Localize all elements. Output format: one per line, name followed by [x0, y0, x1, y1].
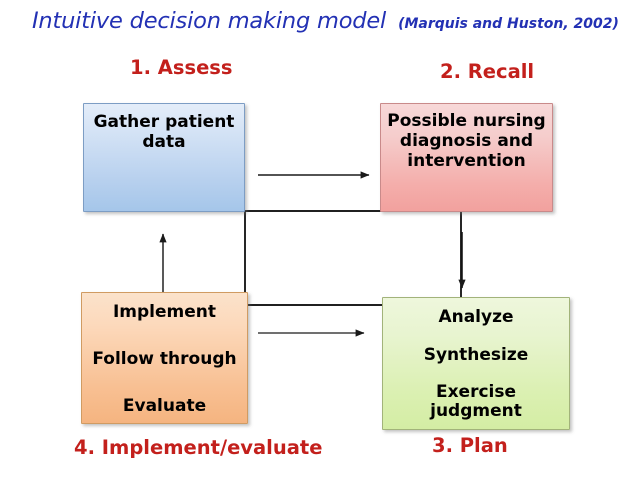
routing-loop: [244, 210, 462, 306]
node-analyze-synthesize-judgment[interactable]: Analyze Synthesize Exercise judgment: [382, 297, 570, 430]
node-possible-nursing-diagnosis[interactable]: Possible nursing diagnosis and intervent…: [380, 103, 553, 212]
node-line: data: [142, 132, 186, 153]
title-main-text: Intuitive decision making model: [32, 8, 387, 34]
node-line: Follow through: [92, 349, 237, 370]
node-line: Evaluate: [122, 396, 207, 417]
node-gather-patient-data[interactable]: Gather patient data: [83, 103, 245, 212]
node-line: Possible nursing: [387, 111, 546, 131]
node-line: Analyze: [438, 307, 514, 327]
node-line: intervention: [407, 151, 526, 172]
node-line: judgment: [430, 401, 522, 422]
node-implement-follow-evaluate[interactable]: Implement Follow through Evaluate: [81, 292, 248, 424]
page-title: Intuitive decision making model (Marquis …: [32, 8, 619, 40]
node-line: diagnosis and: [399, 131, 534, 152]
step-label-assess: 1. Assess: [130, 56, 233, 79]
node-line: Gather patient: [93, 112, 235, 132]
node-line: Implement: [112, 302, 217, 322]
step-label-implement-evaluate: 4. Implement/evaluate: [74, 436, 323, 459]
node-line: Exercise: [435, 382, 517, 403]
step-label-plan: 3. Plan: [432, 434, 508, 457]
title-citation-text: (Marquis and Huston, 2002): [398, 16, 619, 32]
node-line: Synthesize: [423, 345, 529, 366]
step-label-recall: 2. Recall: [440, 60, 535, 83]
